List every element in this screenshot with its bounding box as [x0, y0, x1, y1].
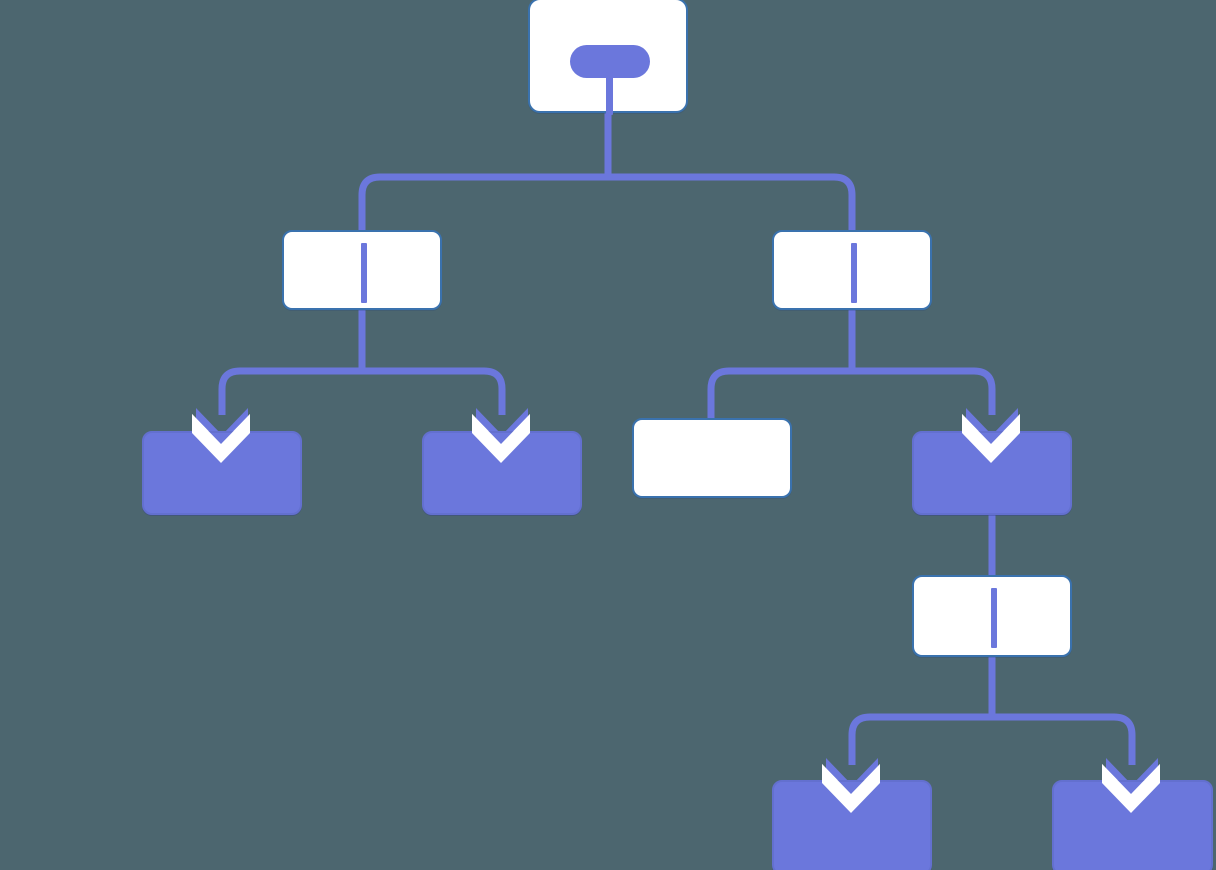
edge-branchleft-to-leaf1: [218, 367, 362, 415]
edge-node7-to-leaf4: [992, 713, 1136, 765]
tree-node-branch-lower[interactable]: [912, 575, 1072, 657]
edge-branchright-to-subbranch: [852, 367, 996, 415]
tree-node-leaf-2[interactable]: [422, 431, 582, 515]
node-marker-rule: [851, 243, 857, 303]
node-marker-rule: [991, 588, 997, 648]
tree-node-root[interactable]: [528, 0, 688, 115]
tree-node-empty[interactable]: [632, 418, 792, 498]
node-marker-stem: [606, 72, 613, 115]
tree-node-leaf-4[interactable]: [1052, 780, 1213, 870]
edge-branchleft-to-leaf2: [362, 367, 506, 415]
edge-branchright-to-empty: [707, 367, 852, 420]
node-marker-rule: [361, 243, 367, 303]
tree-node-branch-right[interactable]: [772, 230, 932, 310]
tree-node-leaf-1[interactable]: [142, 431, 302, 515]
tree-node-leaf-3[interactable]: [772, 780, 932, 870]
edge-root-to-branch-right: [608, 173, 856, 232]
edge-root-to-branch-left: [358, 173, 608, 232]
tree-node-branch-left[interactable]: [282, 230, 442, 310]
edge-node7-to-leaf3: [848, 713, 992, 765]
tree-node-subbranch[interactable]: [912, 431, 1072, 515]
